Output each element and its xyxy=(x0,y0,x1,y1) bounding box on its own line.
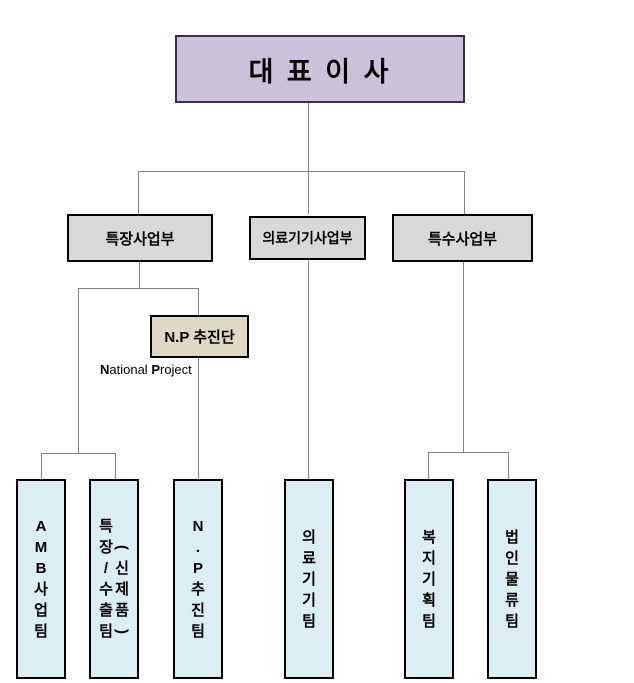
division-label: 특수사업부 xyxy=(427,230,497,248)
connector-teams-5-6-horizontal xyxy=(428,452,508,453)
caption-part: ational xyxy=(109,362,152,377)
connector-division-1-branch xyxy=(78,288,199,289)
ceo-box: 대 표 이 사 xyxy=(175,35,465,103)
connector-ceo-to-bus xyxy=(308,103,309,214)
division-label: 특장사업부 xyxy=(105,230,175,248)
connector-drop-division-1 xyxy=(138,171,139,214)
connector-division-3-down xyxy=(463,262,464,452)
np-unit-box: N.P 추진단 xyxy=(150,315,249,358)
division-box-special: 특수사업부 xyxy=(392,214,533,262)
connector-drop-team-6 xyxy=(508,452,509,479)
caption-part: P xyxy=(151,362,160,377)
connector-drop-team-5 xyxy=(428,452,429,479)
np-unit-caption: National Project xyxy=(100,362,192,377)
connector-drop-division-3 xyxy=(464,171,465,214)
division-box-medical-device: 의료기기사업부 xyxy=(249,216,366,260)
connector-drop-team-2 xyxy=(115,453,116,479)
caption-part: roject xyxy=(159,362,192,377)
ceo-label: 대 표 이 사 xyxy=(248,56,392,87)
np-unit-label: N.P 추진단 xyxy=(164,329,235,346)
connector-division-1-down xyxy=(139,262,140,289)
connector-bus-horizontal xyxy=(138,171,465,172)
connector-np-down-to-team-3 xyxy=(198,288,199,479)
connector-branch-left-down xyxy=(78,288,79,453)
connector-teams-1-2-horizontal xyxy=(41,453,116,454)
connector-drop-team-1 xyxy=(41,453,42,479)
caption-part: N xyxy=(100,362,110,377)
connector-division-2-to-team-4 xyxy=(308,260,309,479)
division-label: 의료기기사업부 xyxy=(262,230,353,246)
division-box-teukjang: 특장사업부 xyxy=(67,214,213,262)
